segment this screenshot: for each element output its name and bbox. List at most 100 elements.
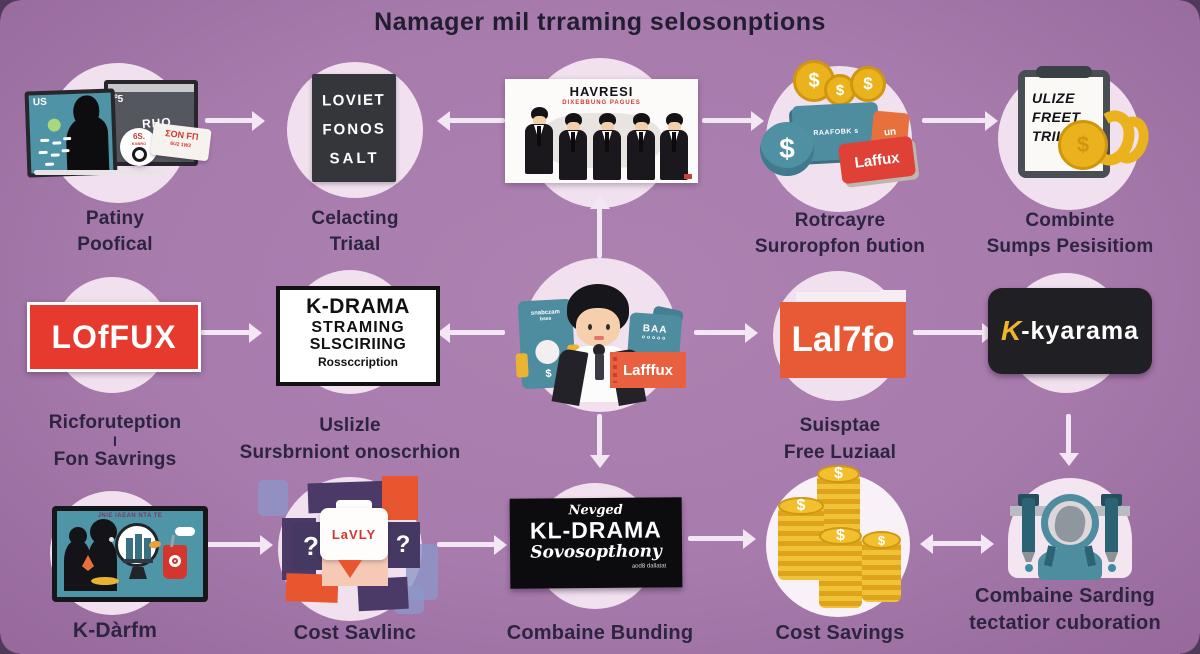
dash <box>45 162 55 166</box>
screen-right-top-text: º5 <box>114 94 124 105</box>
caption-line: Sumps Pesisitiom <box>986 236 1154 257</box>
pillar-dot <box>1108 564 1116 572</box>
board-line: FONOS <box>322 120 386 139</box>
coin-stacks-icon: $ $ $ $ <box>772 465 912 611</box>
dollar-sign: $ <box>836 527 845 544</box>
caption-line: Cost Savings <box>775 622 905 644</box>
person-collar <box>593 344 605 356</box>
person-eye <box>606 324 610 330</box>
orange-card-text: un <box>883 125 897 139</box>
caption-r1c2: Celacting Triaal <box>265 206 445 258</box>
board-line: SLSCIRIING <box>309 336 407 353</box>
board-sub-line: aod8 dallatat <box>631 563 667 570</box>
dollar-sign: $ <box>863 74 873 93</box>
caption-r1c4: Rotrcayre Suroropfon ɓution <box>720 208 960 260</box>
caption-r1c1: Patiny Poofical <box>20 206 210 258</box>
arrow-center-down <box>589 414 610 468</box>
caption-line: Ricforuteption <box>48 412 182 433</box>
caption-line: Combinte <box>1025 210 1115 231</box>
dash <box>63 136 72 141</box>
pillar-dot <box>1025 564 1033 572</box>
arrow-r1-4to5 <box>922 110 998 131</box>
loffux-logo: LOfFUX <box>27 302 201 372</box>
tv-scribble-text: JNIE IAEAN NTA TE <box>97 513 163 519</box>
kpop-poster: HAVRESI DIXEBBUNG PAGUES <box>505 79 698 183</box>
board-line: K-DRAMA <box>306 295 410 318</box>
caption-r2c4: Suisptae Free Luziaal <box>735 412 945 466</box>
board-script-line: Sovosopthony <box>530 541 662 563</box>
building-bar <box>135 534 142 560</box>
kdrama-tv-icon: JNIE IAEAN NTA TE <box>52 506 208 602</box>
kpop-member-icon <box>658 113 690 181</box>
dash <box>50 153 60 157</box>
coin-stack-icon: $ <box>819 527 862 608</box>
building-bar <box>126 538 133 560</box>
coin-top: $ <box>819 527 862 545</box>
arrow-r3-2to3 <box>437 534 507 555</box>
caption-line: Sursbrniont onoscrhion <box>239 442 461 463</box>
kkyarama-k: K <box>1000 315 1022 346</box>
arrow-r3-3to4 <box>688 528 756 549</box>
plate-icon <box>91 577 119 585</box>
arrow-r2-3to4 <box>694 322 758 343</box>
screen-top-bar <box>108 84 194 92</box>
lal7fo-logo-text: Lal7fo <box>791 320 895 359</box>
caption-line: Celacting <box>311 208 399 229</box>
dollar-sign: $ <box>835 81 845 99</box>
dash <box>52 141 62 145</box>
arrow-r2-1to2 <box>200 322 262 343</box>
dollar-circle-icon: $ <box>760 122 814 176</box>
dollar-sign: $ <box>796 497 806 514</box>
dollar-sign: $ <box>877 532 886 548</box>
badge-stripes <box>613 357 617 383</box>
caption-r2c1: Ricforuteption I Fon Savrings <box>20 412 210 470</box>
mic-dot <box>109 537 114 542</box>
dollar-sign: $ <box>808 69 820 92</box>
coin-stack-icon: $ <box>862 531 901 602</box>
lal7fo-logo: Lal7fo <box>778 290 908 382</box>
caption-r2c2: Uslizle Sursbrniont onoscrhion <box>235 412 465 466</box>
dual-screens-icon: º5 RHO US 6S. KXBRO ΣON FΠ 6U2 1W2 <box>20 80 212 180</box>
caption-line: Uslizle <box>319 415 381 436</box>
collaboration-icon <box>1008 478 1134 582</box>
board-main-line: KL-DRAMA <box>529 516 662 544</box>
arrow-r3-1to2 <box>203 534 273 555</box>
arrow-r2c5-down <box>1058 414 1079 466</box>
building-bar <box>144 538 151 560</box>
laptop-base <box>34 170 164 175</box>
building-base <box>123 559 153 563</box>
caption-line: Fon Savrings <box>53 449 177 470</box>
frame-corner <box>0 634 20 654</box>
dollar-sign: $ <box>834 465 843 482</box>
bird-icon <box>148 540 162 549</box>
caption-line: Suisptae <box>799 415 881 436</box>
tie <box>672 132 676 152</box>
coin-stack-icon: $ <box>778 497 824 580</box>
puzzle-piece-icon <box>258 480 288 516</box>
ticket-icon: ΣON FΠ 6U2 1W2 <box>150 122 212 162</box>
caption-r1c5: Combinte Sumps Pesisitiom <box>955 208 1185 260</box>
question-block-icon: ? <box>386 522 420 568</box>
poster-mark <box>684 174 692 179</box>
badge-text: 6S. <box>132 132 145 141</box>
bundle-board: Nevged KL-DRAMA Sovosopthony aod8 dallat… <box>509 497 683 589</box>
poster-subtitle: DIXEBBUNG PAGUES <box>562 100 641 106</box>
board-line: STRAMING <box>311 319 405 336</box>
board-line: Rossccription <box>317 355 398 369</box>
lavly-card-text: LaVLY <box>331 526 377 542</box>
dash <box>61 149 70 153</box>
arrow-r1-3to2 <box>437 110 505 131</box>
caption-line: Triaal <box>329 234 381 255</box>
caption-line: Poofical <box>77 234 153 255</box>
tie <box>571 132 575 152</box>
lafffux-badge-text: Lafffux <box>623 361 673 379</box>
tie <box>605 132 609 152</box>
pillar-icon <box>1105 498 1118 554</box>
face <box>533 116 546 126</box>
question-mark: ? <box>395 531 411 558</box>
dash <box>38 150 48 155</box>
silhouette-body <box>65 116 110 173</box>
viewer-with-cards-icon: snabczam bses $ BAA ooooo Lafffux <box>510 270 690 407</box>
coin-icon: $ <box>1058 120 1108 170</box>
